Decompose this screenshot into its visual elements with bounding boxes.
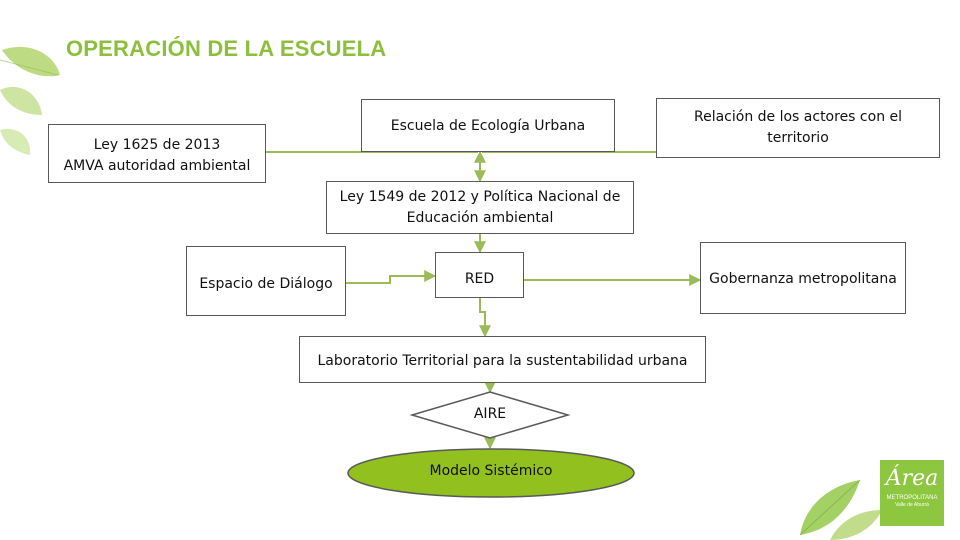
connector-red-to-laboratorio xyxy=(479,298,491,338)
box-ley-1549: Ley 1549 de 2012 y Política Nacional de … xyxy=(326,181,634,234)
node-label: Espacio de Diálogo xyxy=(199,276,333,292)
page-title: OPERACIÓN DE LA ESCUELA xyxy=(66,36,387,61)
box-espacio-dialogo: Espacio de Diálogo xyxy=(186,246,346,316)
logo-line2: Valle de Aburrá xyxy=(895,502,929,508)
leaf-decoration-top-left-icon xyxy=(0,46,60,155)
node-label: Relación de los actores con el territori… xyxy=(693,109,903,146)
box-escuela-ecologia-urbana: Escuela de Ecología Urbana xyxy=(361,99,615,152)
box-relacion-actores: Relación de los actores con el territori… xyxy=(656,98,940,158)
ellipse-modelo-label: Modelo Sistémico xyxy=(429,463,553,479)
box-laboratorio: Laboratorio Territorial para la sustenta… xyxy=(299,336,706,383)
ellipse-modelo xyxy=(347,448,635,498)
node-label: Laboratorio Territorial para la sustenta… xyxy=(317,353,688,369)
diamond-aire xyxy=(409,391,571,439)
node-label: Ley 1549 de 2012 y Política Nacional de … xyxy=(339,189,621,226)
node-label: Escuela de Ecología Urbana xyxy=(390,118,586,134)
diamond-aire-label: AIRE xyxy=(473,406,507,422)
logo-area-metropolitana: Área METROPOLITANA Valle de Aburrá xyxy=(880,460,944,526)
node-label: RED xyxy=(464,271,495,287)
node-label: Ley 1625 de 2013 AMVA autoridad ambienta… xyxy=(63,137,251,174)
node-label: Gobernanza metropolitana xyxy=(709,271,897,287)
box-ley-1625: Ley 1625 de 2013 AMVA autoridad ambienta… xyxy=(48,124,266,183)
leaf-decoration-bottom-right-icon xyxy=(799,479,882,540)
connector-espacio-to-red xyxy=(346,270,437,284)
logo-line1: METROPOLITANA xyxy=(886,495,938,501)
box-red: RED xyxy=(435,252,524,298)
logo-name: Área xyxy=(885,466,939,491)
box-gobernanza: Gobernanza metropolitana xyxy=(700,242,906,314)
